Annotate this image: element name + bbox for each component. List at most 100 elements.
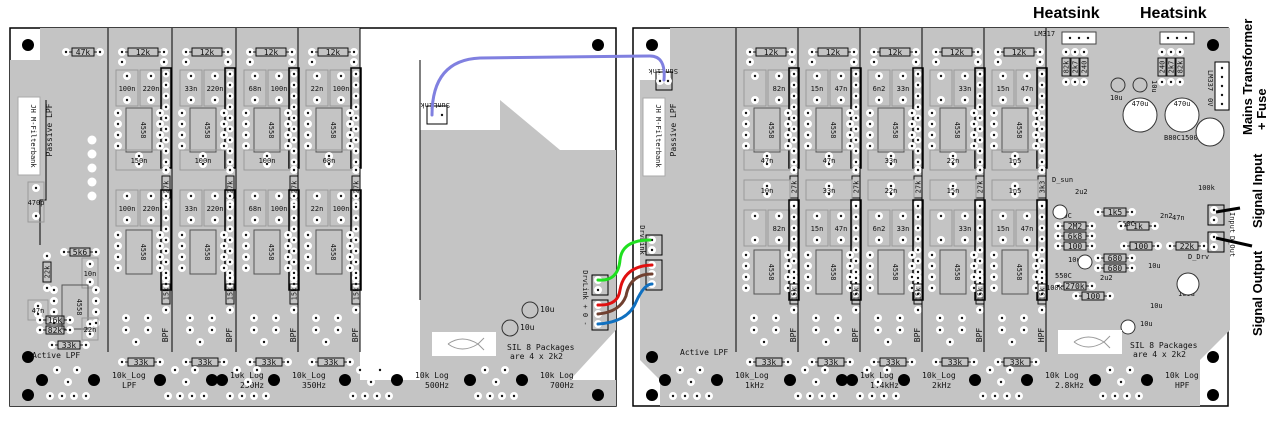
pad-hole xyxy=(762,340,766,344)
pad-hole xyxy=(164,116,168,120)
capacitor-value: 22n xyxy=(885,187,898,195)
pad-hole xyxy=(978,226,982,230)
capacitor-value: 33n xyxy=(897,85,910,93)
pad-hole xyxy=(1040,276,1044,280)
pad-hole xyxy=(348,144,352,148)
pad-hole xyxy=(698,368,702,372)
pad-hole xyxy=(650,248,654,252)
pad-hole xyxy=(262,340,266,344)
pad-hole xyxy=(62,250,66,254)
pad-hole xyxy=(796,394,800,398)
component-value: 2u2 xyxy=(1075,188,1088,196)
capacitor-value: 33n xyxy=(897,225,910,233)
pot-lug xyxy=(391,374,403,386)
pad-hole xyxy=(823,368,827,372)
pad-hole xyxy=(910,253,914,257)
pad-hole xyxy=(354,149,358,153)
pad-hole xyxy=(854,226,858,230)
pad-hole xyxy=(916,168,920,172)
capacitor-outline xyxy=(203,189,227,227)
capacitor-outline xyxy=(267,189,291,227)
pad-hole xyxy=(910,275,914,279)
pad-hole xyxy=(1034,360,1038,364)
resistor-value: 2k7 xyxy=(1168,61,1176,74)
capacitor-outline xyxy=(991,179,1039,201)
copper-fill-right xyxy=(420,100,616,380)
pad-hole xyxy=(854,105,858,109)
component-value: 10u xyxy=(1150,302,1163,310)
pad-hole xyxy=(848,253,852,257)
capacitor-outline xyxy=(81,257,99,289)
potentiometer-5-label: HPF xyxy=(1175,381,1190,390)
pad-hole xyxy=(34,186,38,190)
pad-hole xyxy=(228,227,232,231)
capacitor-value: 220n xyxy=(143,85,160,93)
capacitor-value: 100n xyxy=(259,157,276,165)
pad-hole xyxy=(1202,244,1206,248)
resistor-value: 1k5 xyxy=(1108,208,1123,217)
pad-hole xyxy=(228,308,232,312)
capacitor-value: 68n xyxy=(323,157,336,165)
pad-hole xyxy=(348,266,352,270)
signal-output-label: Signal Output xyxy=(1250,250,1265,336)
pad-hole xyxy=(992,275,996,279)
resistor-r-bottom xyxy=(755,357,783,367)
capacitor-value: 47n xyxy=(32,307,45,315)
op-amp-label: 4558 xyxy=(891,122,899,139)
resistor-r-low-value: 15k xyxy=(291,287,299,300)
capacitor-outline xyxy=(805,179,853,201)
regulator-lm337-label: LM337 xyxy=(1206,70,1214,91)
pad-hole xyxy=(910,133,914,137)
pad-hole xyxy=(94,288,98,292)
resistor-r-top xyxy=(1003,47,1035,57)
via xyxy=(403,275,413,285)
pad-hole xyxy=(1212,235,1216,239)
pad-hole xyxy=(348,360,352,364)
pad-hole xyxy=(228,260,232,264)
pad-hole xyxy=(1040,116,1044,120)
pad-hole xyxy=(865,368,869,372)
resistor-value: 680 xyxy=(1108,254,1123,263)
pad-hole xyxy=(898,316,902,320)
pad-hole xyxy=(916,116,920,120)
via xyxy=(370,155,380,165)
op-amp-label: 4558 xyxy=(829,264,837,281)
pad-hole xyxy=(765,162,769,166)
capacitor-outline xyxy=(139,69,163,107)
via xyxy=(370,315,380,325)
drvlink-connector xyxy=(591,274,609,296)
pad-hole xyxy=(184,50,188,54)
pad-hole xyxy=(1001,98,1005,102)
pad-hole xyxy=(792,292,796,296)
pad-hole xyxy=(872,60,876,64)
capacitor-outline xyxy=(139,189,163,227)
pad-hole xyxy=(978,138,982,142)
pad-hole xyxy=(901,214,905,218)
pad-hole xyxy=(827,192,831,196)
pad-hole xyxy=(50,343,54,347)
via xyxy=(370,295,380,305)
pad-hole xyxy=(94,250,98,254)
pad-hole xyxy=(792,168,796,172)
capacitor-value: 33n xyxy=(185,205,198,213)
pad-hole xyxy=(792,160,796,164)
pad-hole xyxy=(248,360,252,364)
capacitor-value: 220n xyxy=(143,205,160,213)
pad-hole xyxy=(978,94,982,98)
resistor-r-bottom-value: 33k xyxy=(824,358,839,367)
capacitor-value: 47n xyxy=(835,225,848,233)
pad-hole xyxy=(960,316,964,320)
pad-hole xyxy=(1040,259,1044,263)
via xyxy=(370,115,380,125)
pad-hole xyxy=(930,264,934,268)
op-amp-ic xyxy=(189,229,217,275)
capacitor-value: 22n xyxy=(84,326,97,334)
resistor-value: 22k xyxy=(1180,242,1195,251)
pad-hole xyxy=(244,244,248,248)
resistor-47k-value: 47k xyxy=(76,48,91,57)
electrolytic-capacitor xyxy=(1077,254,1093,270)
pad-hole xyxy=(744,275,748,279)
pad-hole xyxy=(324,340,328,344)
electrolytic-capacitor xyxy=(501,319,519,337)
resistor xyxy=(1063,221,1087,231)
